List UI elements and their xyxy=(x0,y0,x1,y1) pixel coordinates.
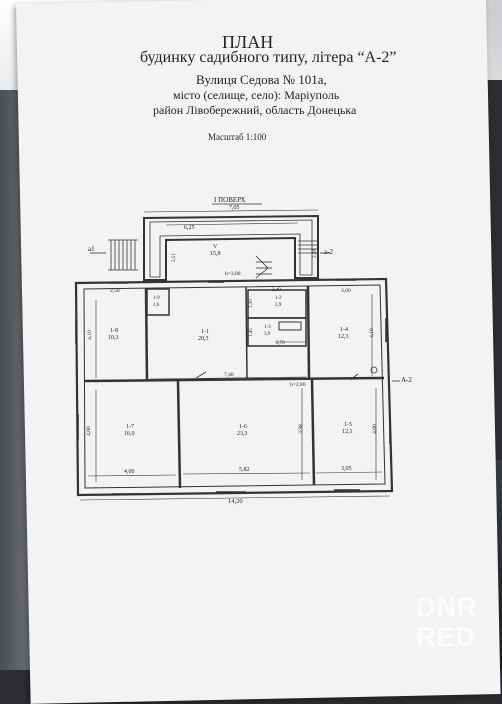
dim-2-51: 2,51 xyxy=(171,253,177,262)
room-1-8-area: 10,3 xyxy=(108,335,119,341)
room-1-2-id: 1-2 xyxy=(275,296,282,301)
plan-district: район Лівобережний, область Донецька xyxy=(153,103,357,117)
dim-h-2-80: h=2,80 xyxy=(290,382,306,388)
dim-3-98: 3,98 xyxy=(297,424,304,434)
plan-city: місто (селище, село): Маріуполь xyxy=(173,88,340,102)
room-1-6-id: 1-6 xyxy=(239,424,247,430)
floor-label: І ПОВЕРХ xyxy=(214,196,246,204)
room-1-6-area: 23,3 xyxy=(237,431,248,437)
dim-5-82: 5,82 xyxy=(239,467,250,473)
room-V-area: 15,8 xyxy=(210,251,221,257)
marker-a2-top: а-2 xyxy=(324,248,333,256)
room-1-1-area: 20,3 xyxy=(198,336,209,342)
room-1-4-area: 12,3 xyxy=(338,334,349,340)
floor-plan-drawing xyxy=(0,0,502,670)
room-1-9-area: 1,6 xyxy=(153,303,160,308)
marker-a2-right: А-2 xyxy=(401,376,412,384)
dim-1-45: 1,45 xyxy=(248,328,254,337)
plan-address: Вулиця Седова № 101а, xyxy=(196,72,327,87)
room-1-3-id: 1-3 xyxy=(264,325,271,330)
dim-2-50: 2,50 xyxy=(110,288,120,294)
room-1-3-area: 3,9 xyxy=(264,332,271,337)
marker-a1: а1 xyxy=(88,245,95,253)
dim-3-00: 3,00 xyxy=(341,288,351,294)
dim-3-05: 3,05 xyxy=(341,466,352,472)
dim-left-step: 6,25 xyxy=(184,225,195,231)
room-1-5-area: 12,1 xyxy=(342,429,353,435)
room-1-5-id: 1-5 xyxy=(344,422,352,428)
watermark-logo: DNR RED xyxy=(416,592,492,660)
dim-7-40: 7,40 xyxy=(224,372,234,378)
room-1-4-id: 1-4 xyxy=(340,327,348,333)
dim-4-00-left: 4,00 xyxy=(85,426,92,436)
dim-4-10-left: 4,10 xyxy=(86,330,93,340)
dim-2-70: 2,70 xyxy=(276,341,285,346)
dim-4-10-right: 4,10 xyxy=(368,328,375,338)
watermark-line-1: DNR xyxy=(416,592,478,622)
room-1-8-id: 1-8 xyxy=(110,328,118,334)
room-1-7-area: 16,0 xyxy=(124,431,135,437)
room-V-id: V xyxy=(213,244,218,250)
dim-2-40: 2,40 xyxy=(272,288,281,293)
dim-2-58: 2,58 xyxy=(312,249,318,258)
room-1-2-area: 2,9 xyxy=(275,303,282,308)
plan-title: ПЛАН xyxy=(222,32,274,52)
dim-total-width: 14,20 xyxy=(228,498,243,505)
dim-4-00-right: 4,00 xyxy=(371,424,378,434)
watermark-line-2: RED xyxy=(416,622,477,652)
plan-scale: Масштаб 1:100 xyxy=(208,132,267,142)
dim-h-3-80: h=3,80 xyxy=(225,271,241,277)
room-1-9-id: 1-9 xyxy=(153,296,160,301)
dim-top-width: 7,05 xyxy=(229,205,240,211)
room-1-7-id: 1-7 xyxy=(126,424,134,430)
dim-1-30: 1,30 xyxy=(248,299,254,308)
dim-4-00-bottom: 4,00 xyxy=(124,469,135,475)
plan-subtitle: будинку садибного типу, літера “А-2” xyxy=(140,49,397,66)
room-1-1-id: 1-1 xyxy=(201,329,209,335)
